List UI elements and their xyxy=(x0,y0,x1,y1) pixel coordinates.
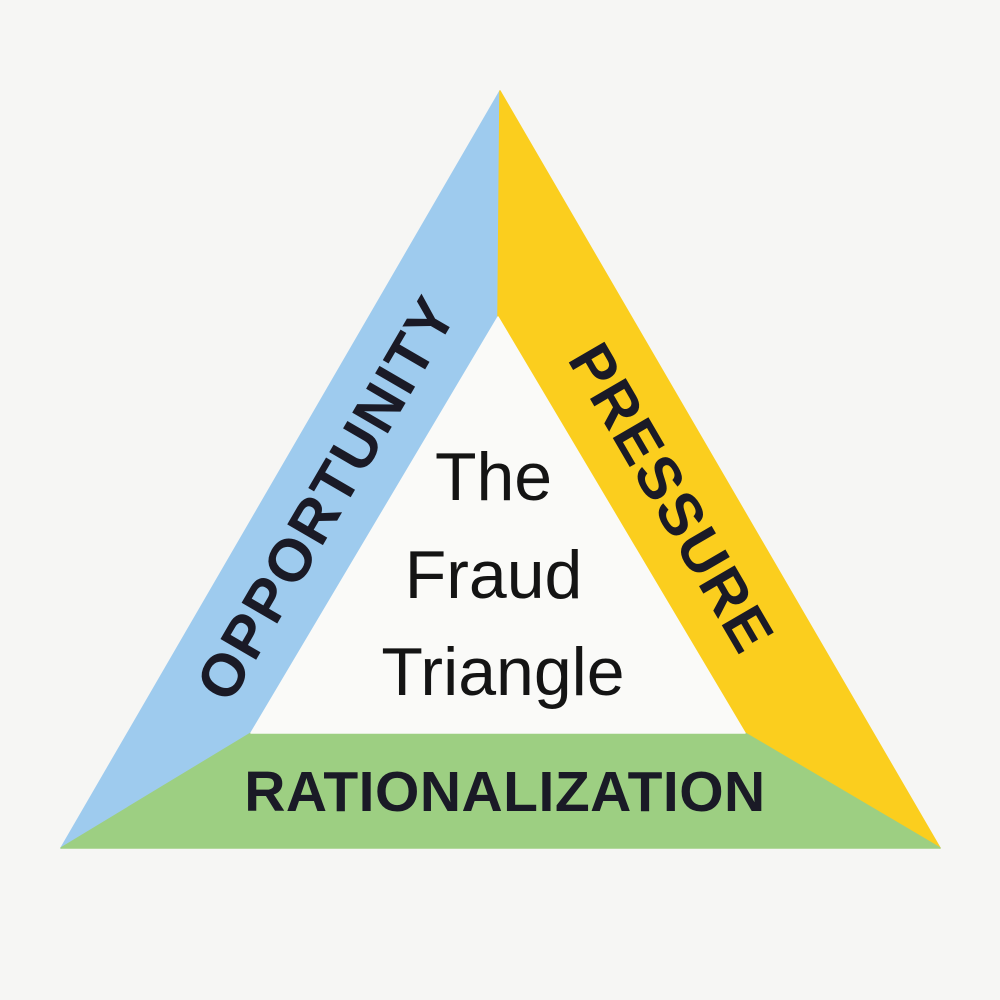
title-line-3: Triangle xyxy=(381,634,624,710)
title-line-1: The xyxy=(435,439,552,515)
inner-triangle xyxy=(250,316,746,734)
diagram-title: The Fraud Triangle xyxy=(381,439,624,710)
title-line-2: Fraud xyxy=(405,537,583,613)
rationalization-label: RATIONALIZATION xyxy=(244,760,765,824)
